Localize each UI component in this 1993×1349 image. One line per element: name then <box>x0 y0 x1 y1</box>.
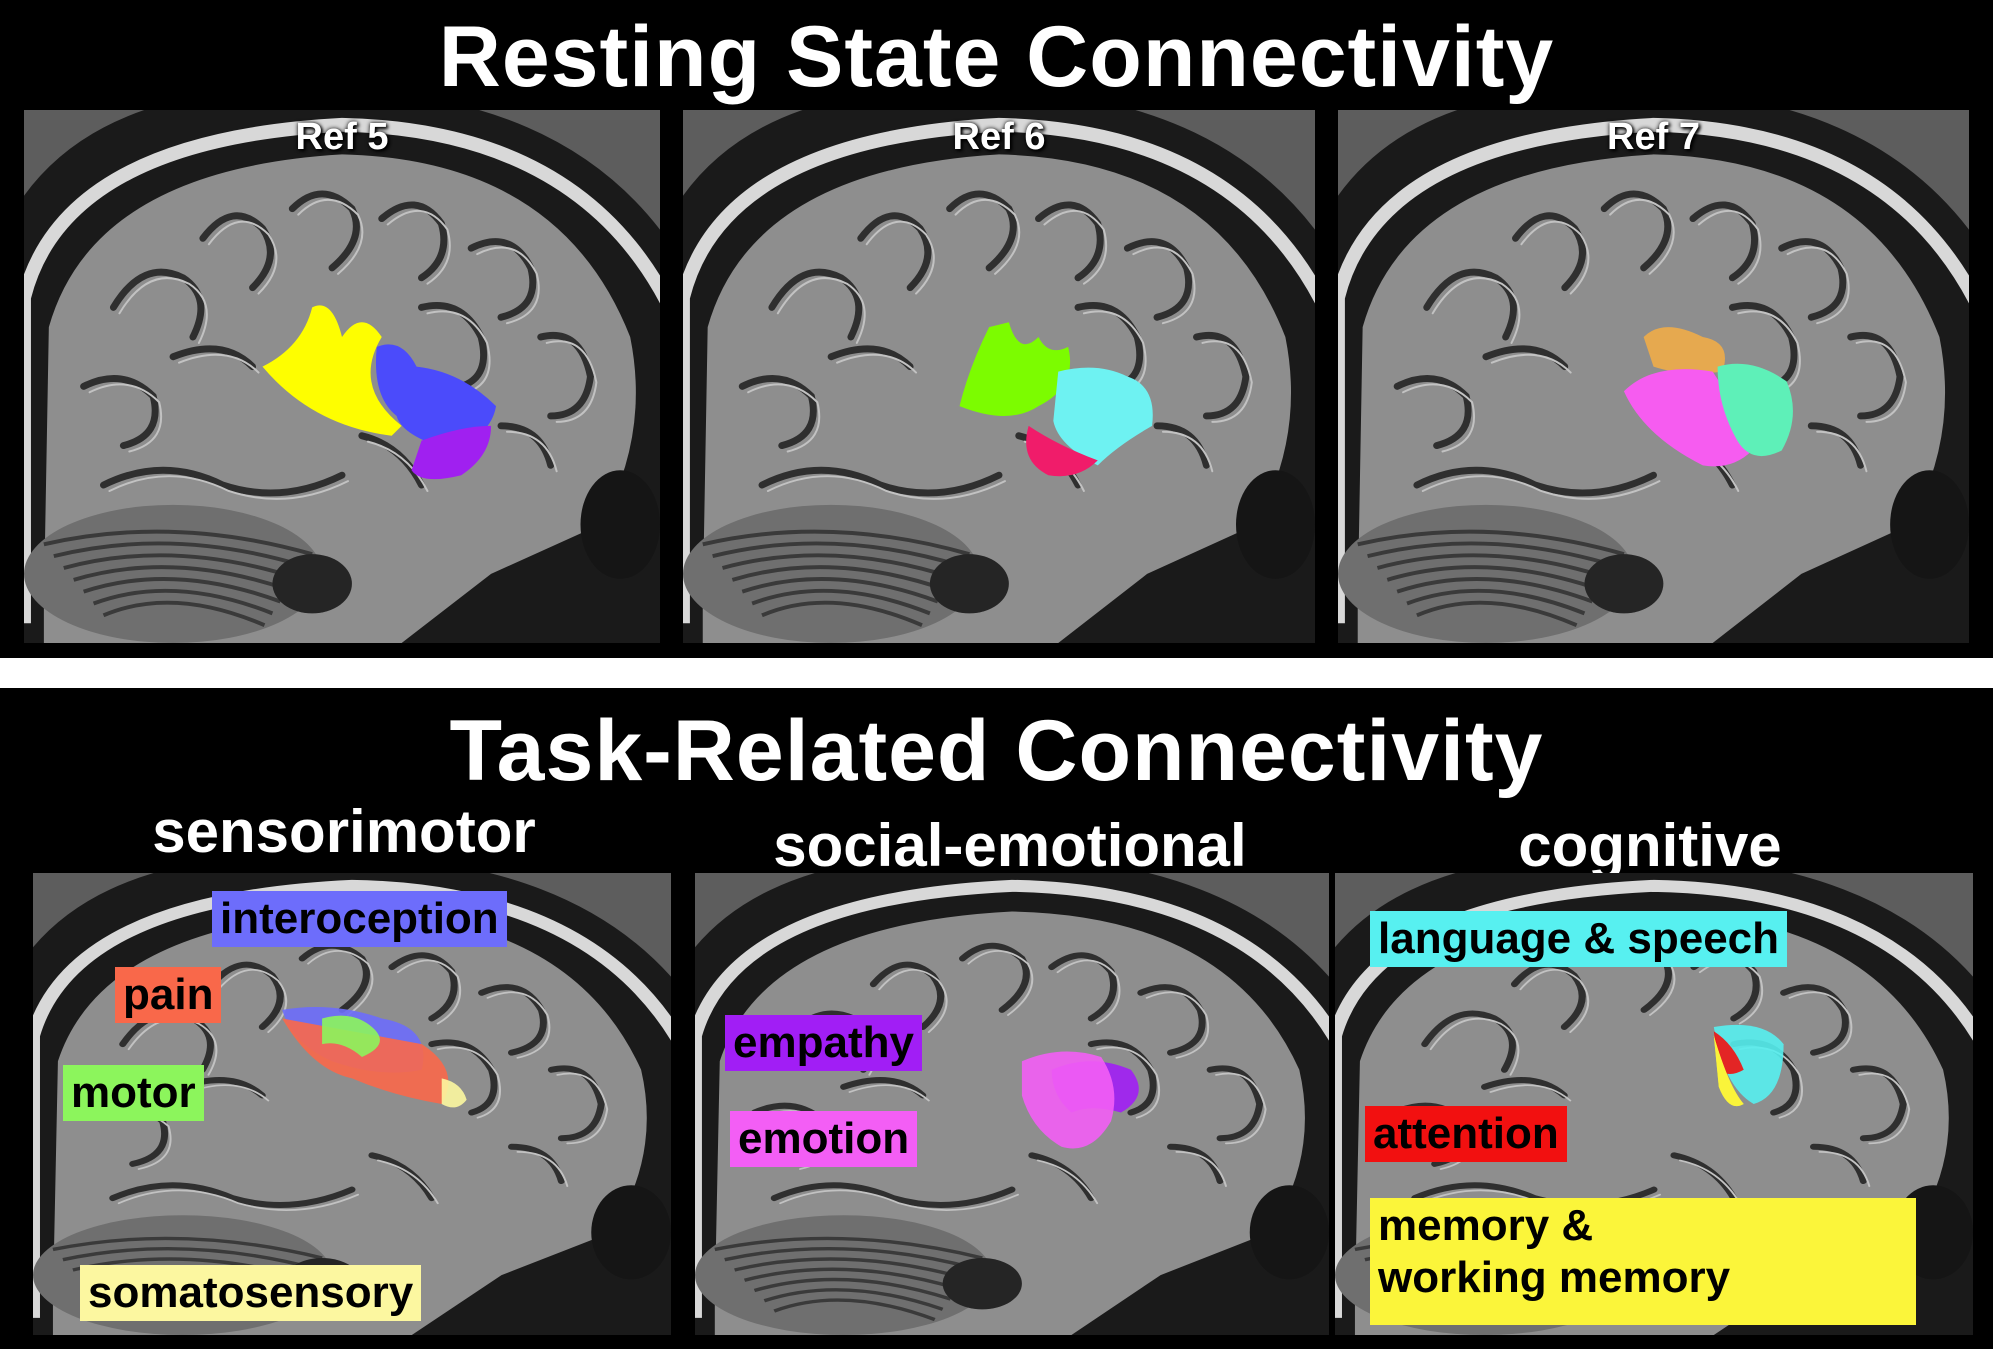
resting-state-title: Resting State Connectivity <box>438 9 1555 105</box>
tag-attention: attention <box>1365 1106 1567 1162</box>
tag-emotion: emotion <box>730 1111 918 1167</box>
panel-ref-label: Ref 7 <box>1607 116 1700 158</box>
task-region-2 <box>1021 1051 1115 1149</box>
resting-region-3 <box>1717 363 1793 457</box>
task-1-slice <box>695 873 1329 1335</box>
task-region-3 <box>322 1015 380 1057</box>
resting-region-3 <box>1026 425 1098 477</box>
ref-5-slice <box>24 110 660 643</box>
tag-empathy: empathy <box>725 1015 922 1071</box>
tag-interoception: interoception <box>212 891 507 947</box>
tag-motor: motor <box>63 1065 204 1121</box>
task-region-4 <box>1713 1035 1744 1107</box>
task-related-section: Task-Related Connectivity sensorimotor s… <box>0 688 1993 1349</box>
brain-panel-ref5: Ref 5 <box>24 110 660 643</box>
ref-6-slice <box>683 110 1315 643</box>
resting-state-section: Resting State Connectivity Ref 5 Ref 6 R… <box>0 0 1993 658</box>
resting-region-2 <box>375 344 497 451</box>
brain-panel-social-emotional <box>695 873 1329 1335</box>
panel-ref-label: Ref 5 <box>295 116 389 158</box>
ref-7-slice <box>1338 110 1969 643</box>
tag-memory: memory & working memory <box>1370 1198 1916 1325</box>
resting-region-1 <box>959 322 1071 416</box>
tag-language-speech: language & speech <box>1370 911 1788 967</box>
brain-panel-ref7: Ref 7 <box>1338 110 1969 643</box>
column-label-sensorimotor: sensorimotor <box>152 798 536 865</box>
tag-somatosensory: somatosensory <box>80 1265 422 1321</box>
tag-memory-line1: memory & <box>1378 1201 1594 1250</box>
panel-ref-label: Ref 6 <box>952 116 1046 158</box>
tag-pain: pain <box>115 967 222 1023</box>
column-label-social-emotional: social-emotional <box>773 812 1247 879</box>
resting-region-2 <box>1053 367 1153 466</box>
column-label-cognitive: cognitive <box>1518 812 1782 879</box>
resting-region-1 <box>262 305 402 436</box>
resting-region-3 <box>411 425 492 480</box>
resting-region-1 <box>1643 327 1725 374</box>
task-region-1 <box>1713 1024 1784 1104</box>
tag-memory-line2: working memory <box>1378 1253 1731 1302</box>
task-region-4 <box>441 1078 467 1108</box>
brain-panel-ref6: Ref 6 <box>683 110 1315 643</box>
task-related-title: Task-Related Connectivity <box>449 703 1544 799</box>
